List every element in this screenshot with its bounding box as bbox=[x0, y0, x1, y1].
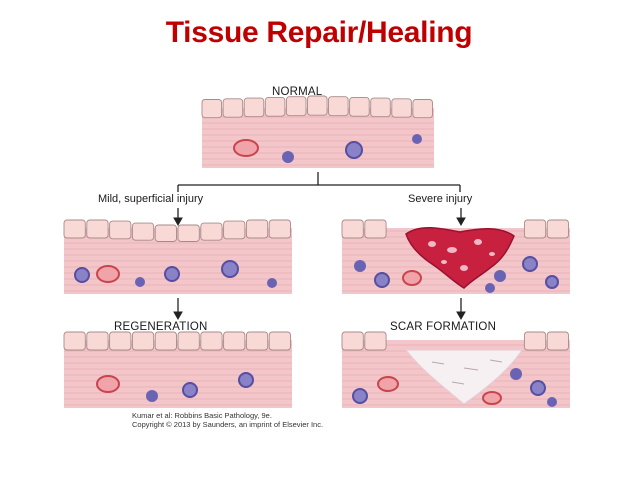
scar-epithelium bbox=[341, 331, 569, 351]
epithelial-cell bbox=[341, 331, 364, 351]
epithelial-cell bbox=[86, 219, 109, 239]
epithelial-cell bbox=[268, 219, 291, 239]
credit-line-1: Kumar et al: Robbins Basic Pathology, 9e… bbox=[132, 411, 272, 420]
diagram-svg bbox=[63, 95, 570, 408]
epithelial-cell bbox=[307, 95, 328, 116]
epithelial-cell bbox=[546, 219, 569, 239]
epithelial-cell bbox=[223, 331, 246, 351]
epithelial-cell bbox=[201, 99, 223, 119]
label-normal: NORMAL bbox=[272, 86, 323, 98]
red-blood-cell bbox=[377, 376, 399, 392]
lymphocyte bbox=[485, 283, 495, 293]
macrophage bbox=[182, 382, 198, 398]
severe-injury-panel bbox=[341, 219, 570, 294]
severe-epithelium bbox=[341, 219, 569, 239]
epithelial-cell bbox=[200, 222, 223, 241]
epithelial-cell bbox=[328, 96, 349, 117]
epithelial-cell bbox=[523, 219, 547, 239]
epithelial-cell bbox=[63, 331, 86, 351]
label-severe-injury: Severe injury bbox=[408, 193, 473, 205]
macrophage bbox=[522, 256, 538, 272]
macrophage bbox=[74, 267, 90, 283]
slide-title: Tissue Repair/Healing bbox=[165, 16, 473, 49]
normal-panel bbox=[201, 95, 434, 168]
credit-line-2: Copyright © 2013 by Saunders, an imprint… bbox=[132, 420, 324, 429]
epithelial-cell bbox=[109, 331, 132, 351]
epithelial-cell bbox=[86, 331, 109, 351]
epithelial-cell bbox=[245, 331, 269, 351]
epithelial-cell bbox=[412, 99, 433, 119]
macrophage bbox=[164, 266, 180, 282]
epithelial-cell bbox=[154, 331, 177, 351]
label-regeneration: REGENERATION bbox=[114, 321, 208, 333]
epithelial-cell bbox=[264, 96, 286, 117]
macrophage bbox=[352, 388, 368, 404]
epithelial-cell bbox=[131, 331, 155, 351]
normal-tissue bbox=[202, 108, 434, 168]
red-blood-cell bbox=[402, 270, 422, 286]
mild-injury-panel bbox=[63, 219, 292, 294]
normal-epithelium bbox=[201, 95, 433, 119]
lymphocyte bbox=[510, 368, 522, 380]
lymphocyte bbox=[267, 278, 277, 288]
epithelial-cell bbox=[222, 98, 244, 118]
red-blood-cell bbox=[233, 139, 259, 157]
epithelial-cell bbox=[131, 222, 155, 241]
epithelial-cell bbox=[341, 219, 364, 239]
red-blood-cell bbox=[96, 265, 120, 283]
regeneration-epithelium bbox=[63, 331, 291, 351]
macrophage bbox=[238, 372, 254, 388]
epithelial-cell bbox=[285, 96, 307, 117]
epithelial-cell bbox=[63, 219, 86, 239]
red-blood-cell bbox=[482, 391, 502, 405]
clot-cells bbox=[428, 239, 495, 271]
macrophage bbox=[221, 260, 239, 278]
epithelial-cell bbox=[154, 224, 177, 242]
lymphocyte bbox=[135, 277, 145, 287]
lymphocyte bbox=[547, 397, 557, 407]
red-blood-cell bbox=[96, 375, 120, 393]
macrophage bbox=[374, 272, 390, 288]
epithelial-cell bbox=[523, 331, 547, 351]
fibrous-scar bbox=[404, 349, 523, 405]
epithelial-cell bbox=[364, 331, 387, 351]
tissue-repair-diagram: NORMAL Mild, superficial injury Severe i… bbox=[60, 78, 570, 430]
regeneration-panel bbox=[63, 331, 292, 408]
lymphocyte bbox=[494, 270, 506, 282]
epithelial-cell bbox=[177, 331, 200, 351]
mild-epithelium bbox=[63, 219, 291, 242]
epithelial-cell bbox=[391, 98, 412, 118]
lymphocyte bbox=[282, 151, 294, 163]
macrophage bbox=[545, 275, 559, 289]
epithelial-cell bbox=[177, 224, 200, 242]
epithelial-cell bbox=[349, 96, 370, 117]
epithelial-cell bbox=[200, 331, 223, 351]
epithelial-cell bbox=[245, 219, 269, 239]
epithelial-cell bbox=[243, 97, 265, 118]
scar-formation-panel bbox=[341, 331, 570, 408]
fibroblasts bbox=[431, 359, 503, 385]
arrows bbox=[173, 208, 466, 321]
lymphocyte bbox=[354, 260, 366, 272]
macrophage bbox=[345, 141, 363, 159]
lymphocyte bbox=[146, 390, 158, 402]
epithelial-cell bbox=[109, 220, 132, 240]
macrophage bbox=[530, 380, 546, 396]
epithelial-cell bbox=[546, 331, 569, 351]
lymphocyte bbox=[412, 134, 422, 144]
branch-connector bbox=[177, 172, 461, 192]
epithelial-cell bbox=[268, 331, 291, 351]
epithelial-cell bbox=[364, 219, 387, 239]
epithelial-cell bbox=[370, 97, 391, 118]
label-mild-injury: Mild, superficial injury bbox=[98, 193, 204, 205]
regeneration-tissue bbox=[64, 340, 292, 408]
label-scar-formation: SCAR FORMATION bbox=[390, 321, 497, 333]
epithelial-cell bbox=[223, 220, 246, 240]
